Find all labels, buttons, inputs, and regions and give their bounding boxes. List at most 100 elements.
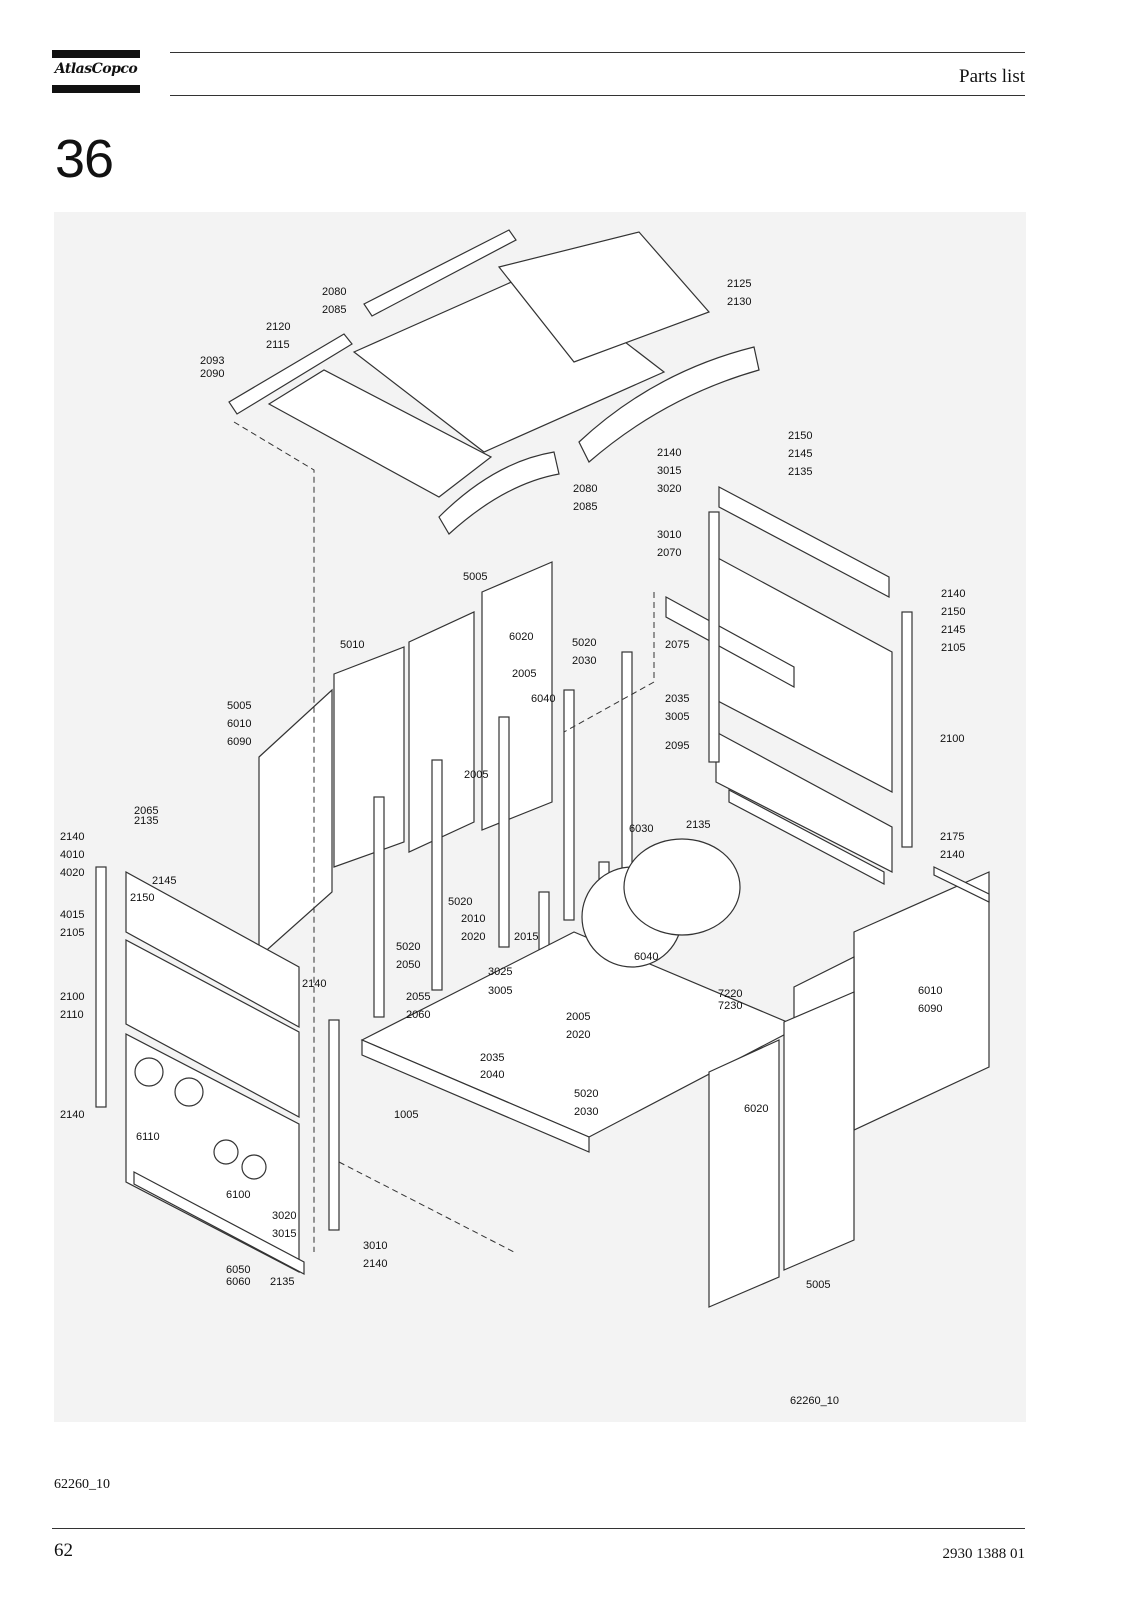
callout: 5020 [396,941,420,953]
callout: 3025 [488,966,512,978]
callout: 5005 [463,571,487,583]
door-panel [258,688,333,959]
callout: 6090 [918,1003,942,1015]
callout: 6020 [744,1103,768,1115]
enclosure-top [933,866,990,903]
callout: 2140 [941,588,965,600]
exploded-parts-drawing: 2080 2085 2120 2115 2093 2090 2125 2130 … [54,212,1026,1422]
upright-post [95,866,107,1108]
callout: 6090 [227,736,251,748]
callout: 7230 [718,1000,742,1012]
callout: 2150 [130,892,154,904]
callout: 2005 [464,769,488,781]
upright-post [328,1019,340,1231]
enclosure-front [853,871,990,1131]
door-panel [408,611,475,853]
callout: 3020 [657,483,681,495]
assembly-line [338,1161,515,1253]
callout: 7220 [718,988,742,1000]
callout: 3015 [657,465,681,477]
callout: 2050 [396,959,420,971]
callout: 3015 [272,1228,296,1240]
logo-text: AtlasCopco [54,61,138,77]
callout: 2115 [266,339,290,351]
roof-rail [363,229,517,317]
callout: 2085 [322,304,346,316]
callout: 6010 [918,985,942,997]
callout: 2145 [941,624,965,636]
motor-body [623,838,741,936]
callout: 2105 [60,927,84,939]
callout: 2080 [322,286,346,298]
callout: 2140 [657,447,681,459]
callout: 3020 [272,1210,296,1222]
footer-rule [52,1528,1025,1529]
roof-cover [438,451,560,535]
upright-post [621,651,633,898]
callout: 6030 [629,823,653,835]
callout: 2030 [574,1106,598,1118]
callout: 2150 [788,430,812,442]
callout: 2130 [727,296,751,308]
callout: 2140 [363,1258,387,1270]
callout: 2070 [657,547,681,559]
figure-id-inside: 62260_10 [790,1395,839,1407]
callout: 2020 [566,1029,590,1041]
callout: 2055 [406,991,430,1003]
callout: 2175 [940,831,964,843]
callout: 2100 [60,991,84,1003]
callout: 2080 [573,483,597,495]
callout: 2020 [461,931,485,943]
callout: 2060 [406,1009,430,1021]
atlas-copco-logo: AtlasCopco [52,50,140,93]
callout: 4020 [60,867,84,879]
assembly-line [233,421,315,1252]
callout: 6010 [227,718,251,730]
cable-hole [241,1154,267,1180]
left-rail [133,1171,305,1275]
callout: 2110 [60,1009,84,1021]
callout: 1005 [394,1109,418,1121]
header-rule-top [170,52,1025,53]
callout: 2140 [60,831,84,843]
callout: 6040 [634,951,658,963]
callout: 2005 [512,668,536,680]
callout: 5020 [448,896,472,908]
left-panel [125,939,300,1119]
cable-hole [174,1077,204,1107]
roof-rail-left [228,333,353,415]
callout: 2075 [665,639,689,651]
callout-labels: 2080 2085 2120 2115 2093 2090 2125 2130 … [60,278,965,1291]
callout: 2040 [480,1069,504,1081]
cable-hole [213,1139,239,1165]
callout: 2145 [152,875,176,887]
cable-hole [134,1057,164,1087]
figure-id-below: 62260_10 [54,1477,110,1492]
callout: 5010 [340,639,364,651]
door-panel [333,646,405,868]
callout: 2030 [572,655,596,667]
callout: 3005 [665,711,689,723]
callout: 2135 [134,815,158,827]
callout: 2120 [266,321,290,333]
callout: 3005 [488,985,512,997]
callout: 2105 [941,642,965,654]
callout: 6110 [136,1131,160,1143]
callout: 6040 [531,693,555,705]
section-title: Parts list [959,66,1025,87]
callout: 2100 [940,733,964,745]
callout: 2145 [788,448,812,460]
callout: 2010 [461,913,485,925]
upright-post [373,796,385,1018]
callout: 2093 [200,355,224,367]
callout: 5005 [227,700,251,712]
chapter-number: 36 [55,129,114,189]
callout: 6100 [226,1189,250,1201]
callout: 2065 [134,805,158,817]
side-rail [728,789,885,885]
side-panel [718,486,890,598]
callout: 2035 [480,1052,504,1064]
callout: 2095 [665,740,689,752]
callout: 3010 [363,1240,387,1252]
callout: 6060 [226,1276,250,1288]
